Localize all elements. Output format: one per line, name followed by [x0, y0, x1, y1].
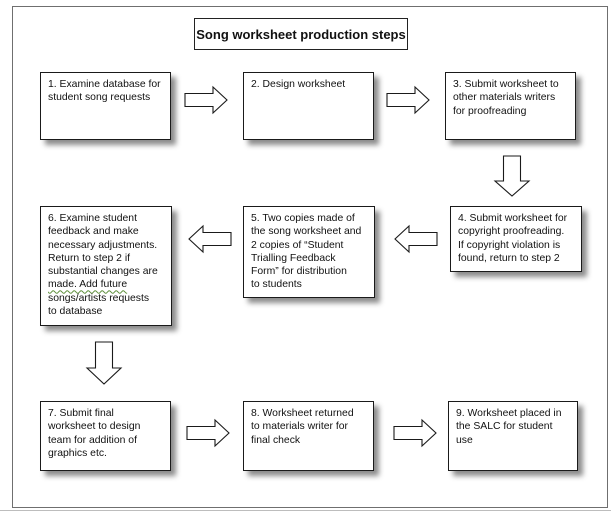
step-9-line-2: the SALC for student — [456, 421, 553, 433]
step-box-7: 7. Submit final worksheet to design team… — [40, 401, 171, 471]
step-4-line-3: If copyright violation is — [458, 239, 561, 251]
step-5-line-1: 5. Two copies made of — [251, 213, 355, 224]
step-1-line-1: 1. Examine database for — [48, 79, 161, 90]
arrow-left-icon — [394, 224, 438, 254]
step-6-line-5: substantial changes are — [48, 266, 158, 278]
step-6-line-7: songs/artists requests — [48, 292, 150, 304]
arrow-left-icon — [188, 224, 232, 254]
arrow-right-icon — [184, 85, 228, 115]
arrow-right-icon — [186, 418, 230, 448]
step-7-line-4: graphics etc. — [48, 447, 107, 459]
step-6-line-6: made. Add future — [48, 279, 128, 291]
step-7-line-2: worksheet to design — [48, 421, 141, 433]
bottom-rule — [0, 510, 611, 511]
step-3-line-2: other materials writers — [453, 92, 556, 104]
arrow-down-icon — [85, 341, 123, 385]
step-box-8: 8. Worksheet returned to materials write… — [243, 401, 374, 471]
step-7-line-1: 7. Submit final — [48, 408, 114, 419]
step-2-line-1: 2. Design worksheet — [251, 79, 346, 90]
step-box-5: 5. Two copies made of the song worksheet… — [243, 206, 375, 298]
step-7-line-3: team for addition of — [48, 434, 137, 446]
step-5-line-4: Trialling Feedback — [251, 252, 336, 264]
step-box-4: 4. Submit worksheet for copyright proofr… — [450, 206, 582, 272]
step-box-2: 2. Design worksheet — [243, 72, 374, 140]
step-6-line-4: Return to step 2 if — [48, 252, 131, 264]
step-6-line-2: feedback and make — [48, 226, 139, 238]
step-5-line-2: the song worksheet and — [251, 226, 362, 238]
diagram-title: Song worksheet production steps — [194, 18, 408, 50]
step-box-3: 3. Submit worksheet to other materials w… — [445, 72, 576, 140]
step-8-line-3: final check — [251, 434, 301, 446]
step-9-line-3: use — [456, 434, 473, 446]
step-6-line-3: necessary adjustments. — [48, 239, 158, 251]
step-3-line-3: for proofreading — [453, 105, 527, 117]
step-5-line-6: to students — [251, 279, 302, 291]
step-6-line-8: to database — [48, 306, 103, 318]
step-8-line-1: 8. Worksheet returned — [251, 408, 354, 419]
step-4-line-1: 4. Submit worksheet for — [458, 213, 568, 224]
step-box-9: 9. Worksheet placed in the SALC for stud… — [448, 401, 578, 471]
step-4-line-2: copyright proofreading. — [458, 226, 565, 238]
step-8-line-2: to materials writer for — [251, 421, 349, 433]
arrow-down-icon — [493, 155, 531, 197]
step-box-6: 6. Examine student feedback and make nec… — [40, 206, 172, 326]
arrow-right-icon — [393, 418, 437, 448]
step-5-line-3: 2 copies of “Student — [251, 239, 344, 251]
step-5-line-5: Form” for distribution — [251, 266, 347, 278]
step-box-1: 1. Examine database for student song req… — [40, 72, 171, 140]
step-9-line-1: 9. Worksheet placed in — [456, 408, 562, 419]
step-6-line-1: 6. Examine student — [48, 213, 137, 224]
arrow-right-icon — [386, 85, 430, 115]
step-4-line-4: found, return to step 2 — [458, 252, 560, 264]
step-1-line-2: student song requests — [48, 92, 151, 104]
step-3-line-1: 3. Submit worksheet to — [453, 79, 559, 90]
